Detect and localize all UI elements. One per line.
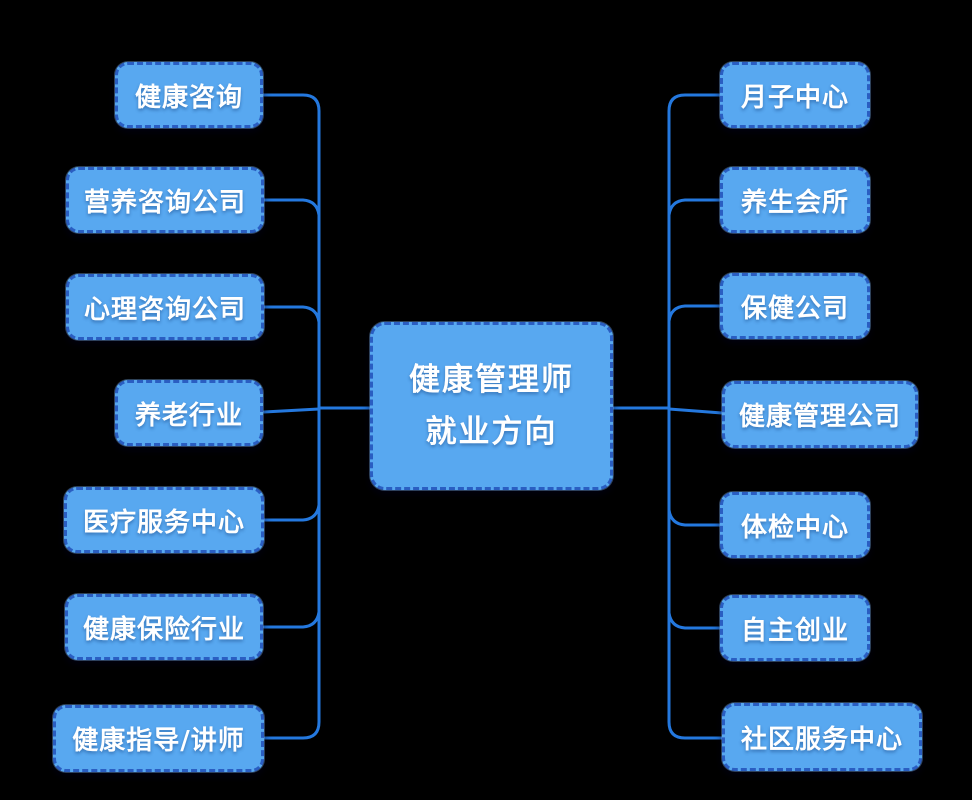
node-medical-service-center: 医疗服务中心: [64, 487, 264, 553]
left-branch-3-line: [262, 305, 321, 324]
center-topic-line1: 健康管理师: [409, 362, 574, 398]
left-trunk-line: [261, 93, 321, 740]
right-branch-4-line: [667, 407, 724, 415]
right-branch-6-line: [667, 611, 722, 630]
node-community-service-center: 社区服务中心: [722, 703, 922, 771]
node-label: 健康指导/讲师: [72, 726, 245, 756]
left-branch-4-line: [262, 407, 321, 414]
node-healthcare-company: 保健公司: [720, 273, 870, 339]
node-health-insurance-industry: 健康保险行业: [65, 594, 263, 660]
node-label: 健康咨询: [134, 82, 243, 113]
node-label: 心理咨询公司: [83, 294, 246, 325]
node-postpartum-center: 月子中心: [720, 62, 870, 128]
node-label: 月子中心: [740, 82, 849, 113]
right-branch-3-line: [667, 304, 722, 323]
left-branch-6-line: [262, 610, 321, 629]
node-elderly-care-industry: 养老行业: [115, 380, 263, 446]
left-branch-2-line: [262, 198, 321, 217]
node-label: 健康保险行业: [82, 614, 245, 645]
node-physical-exam-center: 体检中心: [720, 492, 870, 558]
node-label: 体检中心: [740, 512, 849, 543]
right-branch-2-line: [667, 198, 722, 217]
node-label: 保健公司: [740, 293, 849, 324]
node-health-management-company: 健康管理公司: [722, 381, 918, 448]
node-label: 养生会所: [740, 187, 849, 218]
node-label: 养老行业: [134, 400, 243, 431]
node-label: 健康管理公司: [738, 402, 901, 432]
node-label: 营养咨询公司: [83, 187, 246, 218]
node-nutrition-consulting-company: 营养咨询公司: [66, 167, 264, 233]
node-label: 社区服务中心: [740, 724, 903, 755]
node-psychological-consulting-company: 心理咨询公司: [66, 274, 264, 340]
node-label: 医疗服务中心: [82, 507, 245, 538]
left-branch-5-line: [262, 503, 321, 522]
node-label: 自主创业: [740, 615, 849, 646]
node-self-employment: 自主创业: [720, 595, 870, 661]
node-health-instructor-lecturer: 健康指导/讲师: [53, 705, 264, 772]
right-trunk-line: [667, 93, 724, 740]
node-center-topic: 健康管理师 就业方向: [370, 322, 613, 490]
node-wellness-club: 养生会所: [720, 167, 870, 233]
right-branch-5-line: [667, 508, 722, 527]
center-topic-line2: 就业方向: [425, 414, 558, 450]
node-health-consulting: 健康咨询: [115, 62, 263, 128]
